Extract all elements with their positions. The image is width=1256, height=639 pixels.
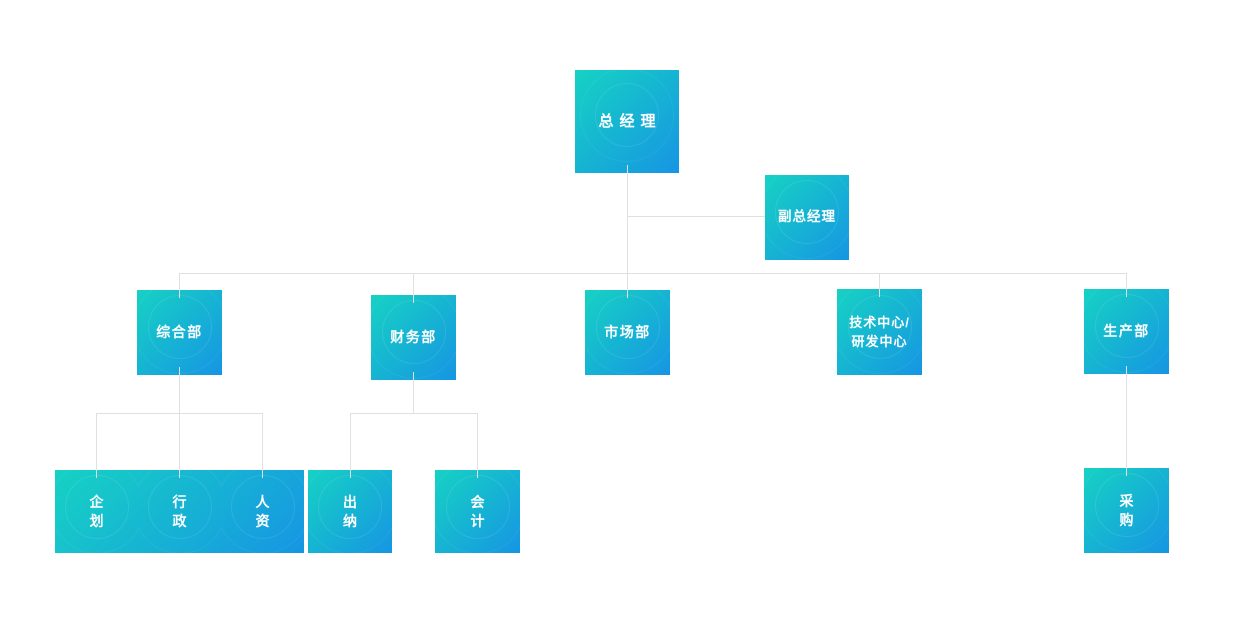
connector-finance-children-horizontal bbox=[350, 413, 478, 414]
org-node-general-manager: 总经理 bbox=[575, 70, 679, 173]
org-node-label: 企划 bbox=[89, 493, 104, 529]
org-node-accounting: 会计 bbox=[435, 470, 520, 553]
org-node-label: 市场部 bbox=[604, 323, 651, 340]
connector-stub-tech bbox=[879, 273, 880, 297]
org-node-finance-dept: 财务部 bbox=[371, 295, 456, 380]
org-node-tech-rd-center: 技术中心/ 研发中心 bbox=[837, 289, 922, 375]
connector-deputy-branch bbox=[627, 216, 765, 217]
connector-stub-production bbox=[1126, 273, 1127, 297]
connector-stub-hr bbox=[262, 413, 263, 478]
org-node-cashier: 出纳 bbox=[308, 470, 392, 553]
connector-stub-finance bbox=[413, 273, 414, 303]
org-node-group-general-children: 企划 行政 人资 bbox=[55, 470, 304, 553]
org-node-label-line1: 技术中心/ bbox=[849, 315, 910, 330]
connector-level2-horizontal bbox=[179, 273, 1127, 274]
org-node-label-line2: 研发中心 bbox=[851, 334, 908, 349]
org-node-human-resources: 人资 bbox=[221, 470, 304, 553]
org-node-label: 采购 bbox=[1119, 492, 1134, 528]
org-node-label: 行政 bbox=[172, 493, 187, 529]
org-node-planning: 企划 bbox=[55, 470, 138, 553]
org-node-label: 出纳 bbox=[343, 493, 357, 529]
org-node-administration: 行政 bbox=[138, 470, 221, 553]
org-node-label: 综合部 bbox=[156, 323, 203, 340]
org-node-label: 总经理 bbox=[598, 113, 662, 130]
connector-stub-general bbox=[179, 273, 180, 298]
connector-stub-planning bbox=[96, 413, 97, 478]
connector-stub-admin bbox=[179, 413, 180, 478]
org-node-label: 会计 bbox=[470, 493, 485, 529]
org-node-production-dept: 生产部 bbox=[1084, 289, 1169, 374]
org-node-label: 生产部 bbox=[1103, 322, 1150, 339]
org-node-marketing-dept: 市场部 bbox=[585, 290, 670, 375]
org-node-label: 副总经理 bbox=[778, 209, 836, 225]
connector-stub-cashier bbox=[350, 413, 351, 478]
org-node-label: 财务部 bbox=[390, 328, 437, 345]
org-node-purchasing: 采购 bbox=[1084, 468, 1169, 553]
connector-stub-accounting bbox=[477, 413, 478, 478]
connector-production-down bbox=[1126, 366, 1127, 476]
org-node-label: 技术中心/ 研发中心 bbox=[849, 313, 910, 351]
connector-root-vertical bbox=[627, 165, 628, 298]
org-node-deputy-general-manager: 副总经理 bbox=[765, 175, 849, 260]
connector-finance-down bbox=[413, 372, 414, 413]
org-node-label: 人资 bbox=[255, 493, 270, 529]
connector-general-down bbox=[179, 367, 180, 413]
org-node-general-affairs-dept: 综合部 bbox=[137, 290, 222, 375]
